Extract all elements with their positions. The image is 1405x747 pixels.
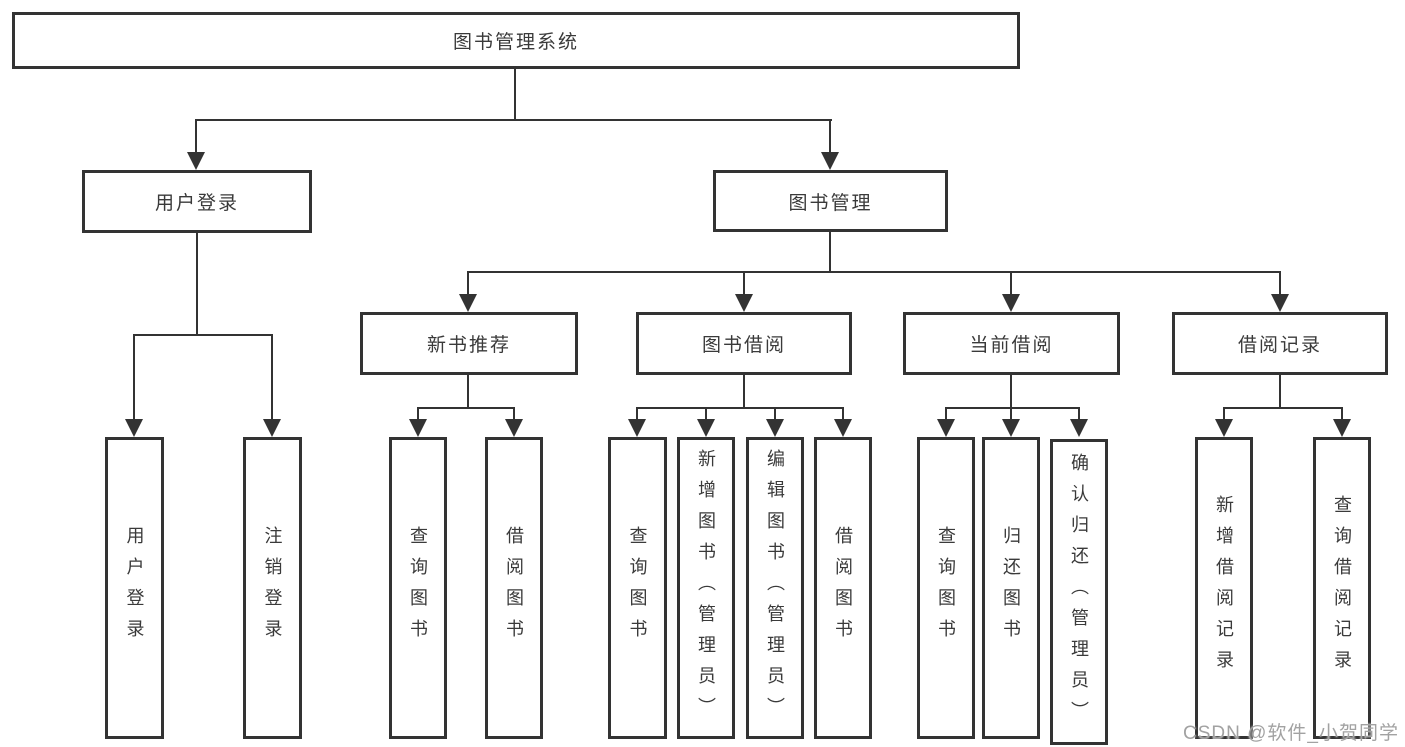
leaf-add-books-admin: 新增图书（管理员） — [677, 437, 735, 739]
connector-line — [417, 407, 515, 409]
leaf-query-books-current: 查询图书 — [917, 437, 975, 739]
connector-line — [1279, 271, 1281, 296]
connector-line — [1078, 407, 1080, 421]
node-user-login: 用户登录 — [82, 170, 312, 233]
node-new-book-recommend: 新书推荐 — [360, 312, 578, 375]
connector-line — [1223, 407, 1225, 421]
arrow-down-icon — [1333, 419, 1351, 437]
connector-line — [1223, 407, 1343, 409]
arrow-down-icon — [628, 419, 646, 437]
connector-line — [1010, 271, 1012, 296]
node-book-borrow: 图书借阅 — [636, 312, 852, 375]
leaf-borrow-books-recommend-label: 借阅图书 — [504, 526, 524, 650]
arrow-down-icon — [505, 419, 523, 437]
arrow-down-icon — [187, 152, 205, 170]
connector-line — [774, 407, 776, 421]
arrow-down-icon — [834, 419, 852, 437]
leaf-add-borrow-record: 新增借阅记录 — [1195, 437, 1253, 739]
arrow-down-icon — [821, 152, 839, 170]
connector-line — [514, 69, 516, 121]
connector-line — [945, 407, 947, 421]
connector-line — [417, 407, 419, 421]
connector-line — [195, 119, 832, 121]
arrow-down-icon — [735, 294, 753, 312]
connector-line — [743, 375, 745, 409]
csdn-watermark: CSDN @软件_小贺同学 — [1183, 723, 1399, 744]
leaf-query-borrow-record: 查询借阅记录 — [1313, 437, 1371, 739]
connector-line — [133, 334, 273, 336]
connector-line — [1010, 375, 1012, 409]
arrow-down-icon — [1002, 419, 1020, 437]
connector-line — [467, 375, 469, 409]
node-root-label: 图书管理系统 — [452, 32, 579, 53]
arrow-down-icon — [937, 419, 955, 437]
connector-line — [513, 407, 515, 421]
leaf-query-borrow-record-label: 查询借阅记录 — [1332, 495, 1352, 681]
leaf-query-books-borrow-label: 查询图书 — [627, 526, 648, 650]
connector-line — [133, 334, 135, 421]
node-current-borrow-label: 当前借阅 — [969, 335, 1054, 356]
arrow-down-icon — [697, 419, 715, 437]
node-book-borrow-label: 图书借阅 — [701, 335, 786, 356]
connector-line — [467, 271, 469, 296]
leaf-edit-books-admin-label: 编辑图书（管理员） — [765, 448, 785, 728]
leaf-logout: 注销登录 — [243, 437, 302, 739]
leaf-query-books-borrow: 查询图书 — [608, 437, 667, 739]
node-book-management: 图书管理 — [713, 170, 948, 232]
connector-line — [636, 407, 638, 421]
connector-line — [945, 407, 1080, 409]
node-borrow-record-label: 借阅记录 — [1237, 335, 1322, 356]
arrow-down-icon — [263, 419, 281, 437]
leaf-add-borrow-record-label: 新增借阅记录 — [1214, 495, 1234, 681]
leaf-return-books: 归还图书 — [982, 437, 1040, 739]
leaf-user-login-label: 用户登录 — [124, 526, 145, 650]
connector-line — [468, 271, 1281, 273]
connector-line — [1010, 407, 1012, 421]
leaf-confirm-return-admin-label: 确认归还（管理员） — [1069, 452, 1089, 732]
connector-line — [705, 407, 707, 421]
node-root: 图书管理系统 — [12, 12, 1020, 69]
leaf-user-login: 用户登录 — [105, 437, 164, 739]
leaf-borrow-books-recommend: 借阅图书 — [485, 437, 543, 739]
arrow-down-icon — [1070, 419, 1088, 437]
arrow-down-icon — [1215, 419, 1233, 437]
leaf-query-books-recommend: 查询图书 — [389, 437, 447, 739]
node-new-book-recommend-label: 新书推荐 — [426, 335, 511, 356]
connector-line — [196, 233, 198, 336]
leaf-add-books-admin-label: 新增图书（管理员） — [696, 448, 716, 728]
node-user-login-label: 用户登录 — [154, 193, 239, 214]
node-current-borrow: 当前借阅 — [903, 312, 1120, 375]
connector-line — [1341, 407, 1343, 421]
connector-line — [1279, 375, 1281, 409]
node-book-management-label: 图书管理 — [788, 192, 873, 214]
arrow-down-icon — [125, 419, 143, 437]
leaf-borrow-books: 借阅图书 — [814, 437, 872, 739]
connector-line — [271, 334, 273, 421]
leaf-edit-books-admin: 编辑图书（管理员） — [746, 437, 804, 739]
connector-line — [842, 407, 844, 421]
arrow-down-icon — [409, 419, 427, 437]
leaf-confirm-return-admin: 确认归还（管理员） — [1050, 439, 1108, 745]
leaf-query-books-current-label: 查询图书 — [936, 526, 956, 650]
leaf-logout-label: 注销登录 — [262, 526, 283, 650]
node-borrow-record: 借阅记录 — [1172, 312, 1388, 375]
arrow-down-icon — [766, 419, 784, 437]
leaf-query-books-recommend-label: 查询图书 — [408, 526, 428, 650]
connector-line — [743, 271, 745, 296]
connector-line — [636, 407, 844, 409]
arrow-down-icon — [1002, 294, 1020, 312]
connector-line — [195, 119, 197, 155]
connector-line — [829, 119, 831, 155]
leaf-return-books-label: 归还图书 — [1001, 526, 1021, 650]
connector-line — [829, 232, 831, 273]
leaf-borrow-books-label: 借阅图书 — [833, 526, 853, 650]
arrow-down-icon — [459, 294, 477, 312]
arrow-down-icon — [1271, 294, 1289, 312]
